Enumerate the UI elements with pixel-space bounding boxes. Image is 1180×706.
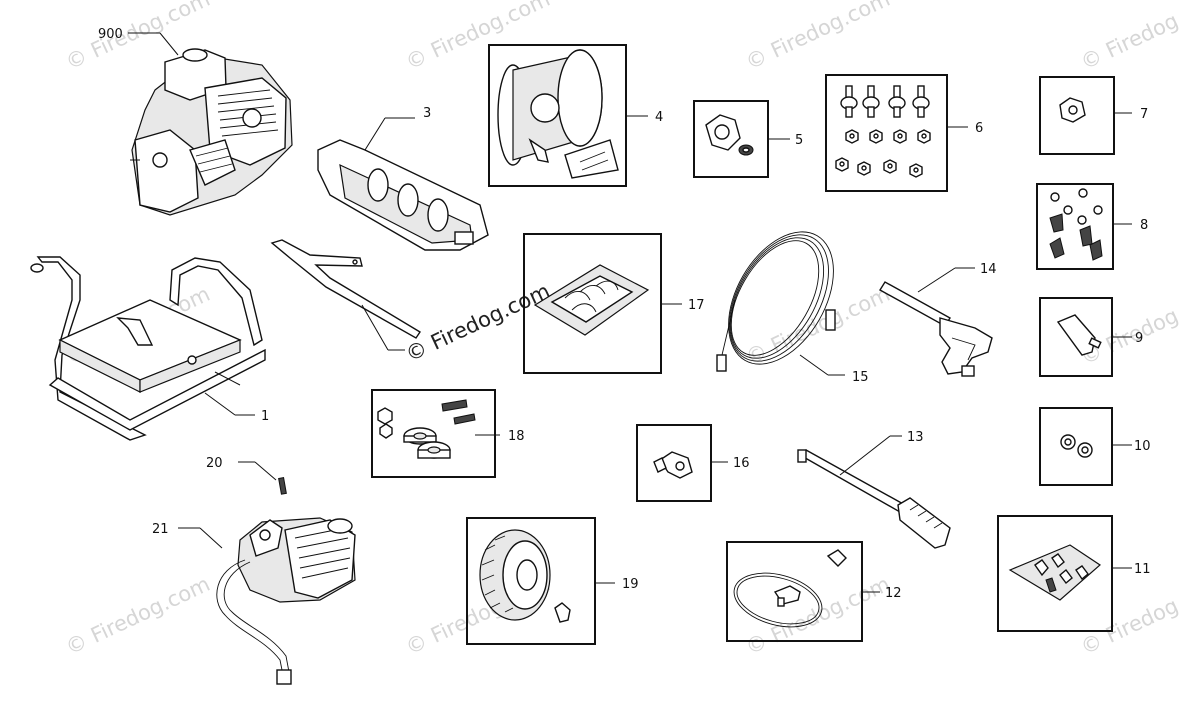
part-19-wheel[interactable] (479, 529, 571, 623)
box-18 (371, 389, 496, 478)
label-17: 17 (688, 298, 705, 313)
watermark: © Firedog.com (1077, 0, 1180, 75)
label-18: 18 (508, 429, 525, 444)
watermark: © Firedog.com (402, 0, 554, 75)
part-13-wand[interactable] (797, 449, 951, 549)
label-3: 3 (423, 106, 431, 121)
watermark: © Firedog.com (742, 0, 894, 75)
label-11: 11 (1134, 562, 1151, 577)
part-1-frame[interactable] (30, 256, 266, 441)
box-10 (1039, 407, 1113, 486)
box-6 (825, 74, 948, 192)
label-21: 21 (152, 522, 169, 537)
label-4: 4 (655, 110, 663, 125)
label-19: 19 (622, 577, 639, 592)
part-6-isolators[interactable] (835, 85, 931, 178)
box-16 (636, 424, 712, 502)
label-15: 15 (852, 370, 869, 385)
part-11-panel[interactable] (1008, 544, 1101, 601)
label-14: 14 (980, 262, 997, 277)
part-15-hose[interactable] (707, 214, 855, 383)
part-12-belt[interactable] (728, 549, 847, 636)
label-13: 13 (907, 430, 924, 445)
part-900-engine[interactable] (130, 48, 293, 216)
box-8 (1036, 183, 1114, 270)
box-7 (1039, 76, 1115, 155)
part-3-shroud[interactable] (317, 139, 489, 251)
part-8-bolts[interactable] (1049, 188, 1103, 261)
label-20: 20 (206, 456, 223, 471)
watermark: © Firedog.com (742, 572, 894, 660)
watermark-center: © Firedog.com (402, 279, 554, 367)
watermark: © Firedog.com (1077, 282, 1180, 370)
label-7: 7 (1140, 107, 1148, 122)
part-10-caps[interactable] (1060, 434, 1093, 458)
watermark: © Firedog.com (1077, 572, 1180, 660)
part-7-fitting[interactable] (1059, 97, 1086, 123)
label-9: 9 (1135, 331, 1143, 346)
part-16-elbow[interactable] (653, 451, 693, 479)
part-21-pump[interactable] (216, 517, 356, 685)
label-6: 6 (975, 121, 983, 136)
part-17-decals[interactable] (533, 264, 650, 336)
part-5-nut[interactable] (705, 114, 754, 156)
box-19 (466, 517, 596, 645)
part-14-spray-gun[interactable] (879, 281, 993, 377)
label-1: 1 (261, 409, 269, 424)
label-900: 900 (98, 27, 123, 42)
label-5: 5 (795, 133, 803, 148)
part-4-hose-reel[interactable] (497, 49, 619, 179)
part-18-hardware[interactable] (377, 399, 476, 459)
box-11 (997, 515, 1113, 632)
label-12: 12 (885, 586, 902, 601)
label-16: 16 (733, 456, 750, 471)
watermark: © Firedog.com (742, 282, 894, 370)
part-bracket[interactable] (270, 239, 421, 339)
watermark: © Firedog.com (62, 572, 214, 660)
part-9-nozzle[interactable] (1056, 314, 1102, 356)
label-8: 8 (1140, 218, 1148, 233)
label-10: 10 (1134, 439, 1151, 454)
part-20-pin[interactable] (278, 477, 287, 495)
